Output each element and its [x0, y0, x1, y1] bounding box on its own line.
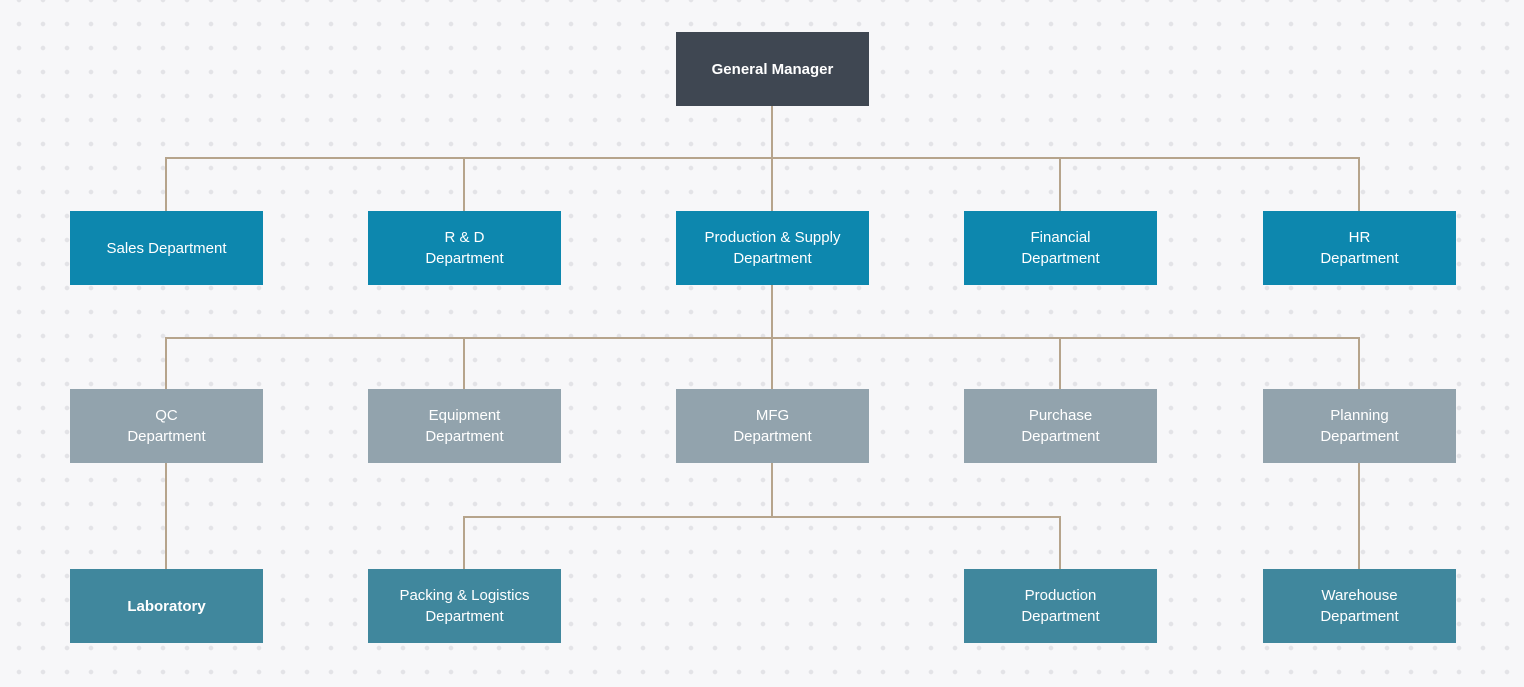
connector-drop-hr — [1358, 157, 1360, 212]
node-label-line: HR — [1348, 229, 1371, 246]
org-node-planning-department[interactable]: Planning Department — [1263, 389, 1456, 463]
node-label-line: Production & Supply — [704, 229, 841, 246]
node-label-line: Equipment — [428, 407, 501, 424]
node-label-line: Department — [1021, 428, 1100, 445]
connector-drop-qc — [165, 337, 167, 390]
node-label-line: Department — [425, 250, 504, 267]
connector-drop-packing-logistics — [463, 516, 465, 570]
node-label-line: MFG — [755, 407, 790, 424]
connector-root-stem — [771, 106, 773, 158]
connector-level2-rail — [165, 157, 1360, 159]
connector-drop-production — [1059, 516, 1061, 570]
org-node-hr-department[interactable]: HR Department — [1263, 211, 1456, 285]
org-node-equipment-department[interactable]: Equipment Department — [368, 389, 561, 463]
org-node-sales-department[interactable]: Sales Department — [70, 211, 263, 285]
org-node-purchase-department[interactable]: Purchase Department — [964, 389, 1157, 463]
connector-qc-laboratory — [165, 463, 167, 570]
node-label-line: Laboratory — [127, 597, 206, 615]
node-label-line: Department — [1021, 250, 1100, 267]
connector-level3-rail — [165, 337, 1360, 339]
node-label-line: Department — [425, 428, 504, 445]
org-node-production-supply-department[interactable]: Production & Supply Department — [676, 211, 869, 285]
connector-drop-sales — [165, 157, 167, 212]
node-label-line: Department — [1021, 608, 1100, 625]
connector-planning-warehouse — [1358, 463, 1360, 570]
connector-drop-financial — [1059, 157, 1061, 212]
node-label-line: QC — [155, 407, 178, 424]
connector-drop-production-supply — [771, 157, 773, 212]
org-node-general-manager[interactable]: General Manager — [676, 32, 869, 106]
node-label-line: R & D — [444, 229, 485, 246]
connector-drop-planning — [1358, 337, 1360, 390]
node-label-line: Warehouse — [1321, 587, 1398, 604]
org-node-packing-logistics-department[interactable]: Packing & Logistics Department — [368, 569, 561, 643]
node-label-line: Purchase — [1028, 407, 1093, 424]
org-node-financial-department[interactable]: Financial Department — [964, 211, 1157, 285]
org-node-laboratory[interactable]: Laboratory — [70, 569, 263, 643]
org-node-warehouse-department[interactable]: Warehouse Department — [1263, 569, 1456, 643]
node-label-line: Department — [733, 250, 812, 267]
node-label-line: Department — [425, 608, 504, 625]
org-node-rd-department[interactable]: R & D Department — [368, 211, 561, 285]
connector-drop-rd — [463, 157, 465, 212]
node-label-line: Department — [1320, 250, 1399, 267]
node-label-line: Department — [733, 428, 812, 445]
org-node-production-department[interactable]: Production Department — [964, 569, 1157, 643]
connector-drop-purchase — [1059, 337, 1061, 390]
node-label-line: Financial — [1030, 229, 1091, 246]
node-label-line: General Manager — [711, 60, 834, 78]
node-label-line: Planning — [1330, 407, 1389, 424]
org-node-qc-department[interactable]: QC Department — [70, 389, 263, 463]
connector-level4-rail — [463, 516, 1061, 518]
node-label-line: Department — [1320, 428, 1399, 445]
node-label-line: Sales Department — [106, 239, 227, 257]
connector-drop-equipment — [463, 337, 465, 390]
node-label-line: Department — [1320, 608, 1399, 625]
org-node-mfg-department[interactable]: MFG Department — [676, 389, 869, 463]
node-label-line: Department — [127, 428, 206, 445]
connector-mfg-stem — [771, 463, 773, 518]
node-label-line: Production — [1024, 587, 1097, 604]
node-label-line: Packing & Logistics — [399, 587, 530, 604]
